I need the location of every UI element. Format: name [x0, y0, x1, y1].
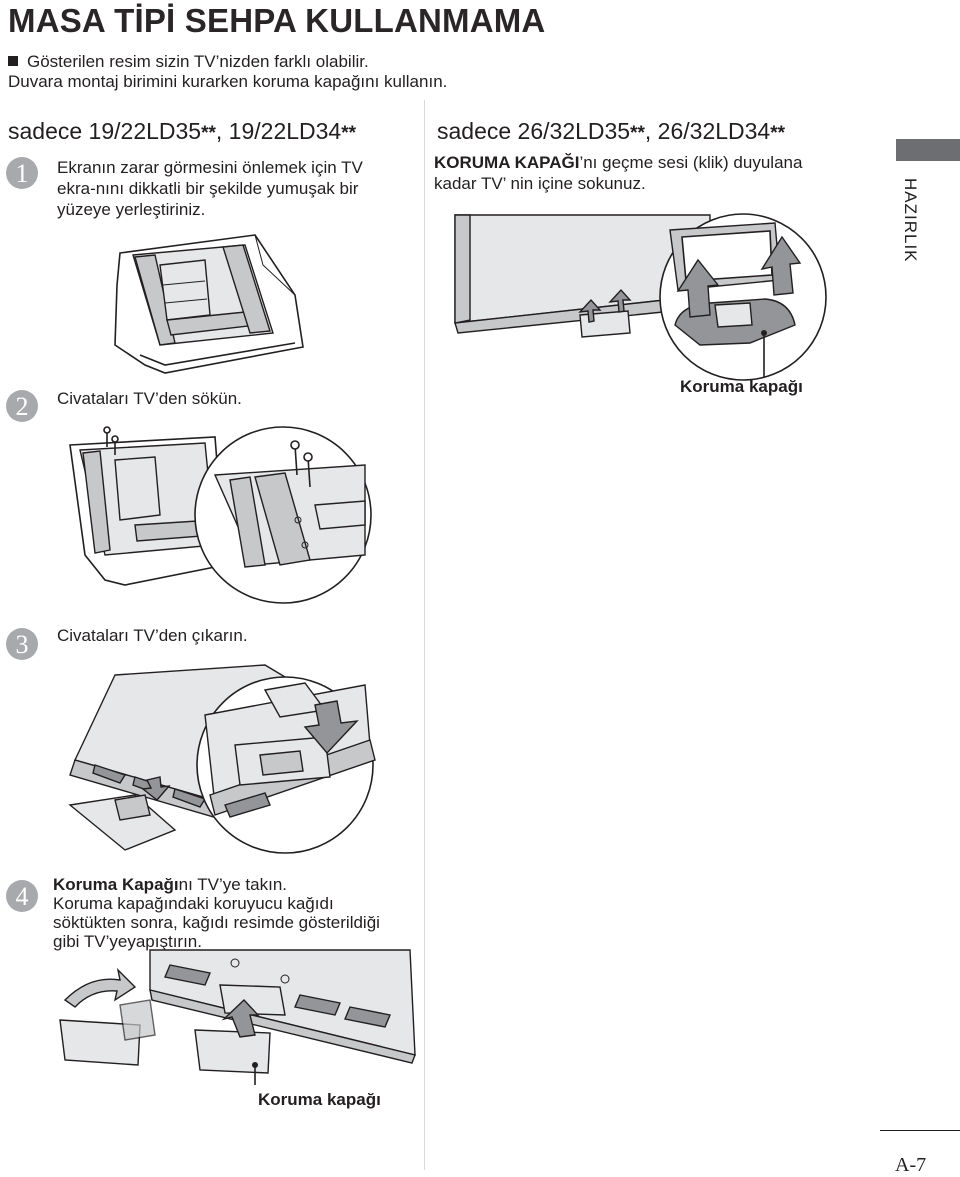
right-model-heading: sadece 26/32LD35**, 26/32LD34** [437, 118, 785, 145]
step-3-badge: 3 [6, 628, 38, 660]
right-model-stars-2: ** [770, 123, 786, 144]
right-instruction-bold: KORUMA KAPAĞI [434, 153, 580, 172]
page-number: A-7 [895, 1154, 927, 1176]
step-4-line-2: Koruma kapağındaki koruyucu kağıdı [53, 894, 334, 913]
section-tab-label: HAZIRLIK [901, 178, 920, 263]
left-model-heading: sadece 19/22LD35**, 19/22LD34** [8, 118, 356, 145]
section-tab [896, 139, 960, 161]
left-model-name-2: , 19/22LD34 [215, 118, 342, 144]
step-4-badge: 4 [6, 880, 38, 912]
right-instruction-line-2: kadar TV’ nin içine sokunuz. [434, 174, 646, 193]
step-4-line-3: söktükten sonra, kağıdı resimde gösteril… [53, 913, 380, 932]
arrow-up-icon [578, 288, 632, 323]
note-line-1: Gösterilen resim sizin TV’nizden farklı … [8, 52, 369, 72]
step-4-caption: Koruma kapağı [258, 1090, 381, 1109]
step-4-illustration [59, 949, 416, 1085]
step-3-text: Civataları TV’den çıkarın. [57, 626, 248, 645]
arrow-up-icon [221, 999, 260, 1038]
step-1-illustration [114, 234, 304, 374]
right-model-stars-1: ** [630, 123, 645, 144]
step-2-illustration [69, 426, 372, 604]
step-1-text: Ekranın zarar görmesini önlemek için TV … [57, 157, 417, 220]
right-instruction-rest: ’nı geçme sesi (klik) duyulana [579, 153, 803, 172]
right-instruction: KORUMA KAPAĞI’nı geçme sesi (klik) duyul… [434, 152, 854, 194]
curved-arrow-icon [63, 967, 137, 1008]
step-4-bold: Koruma Kapağı [53, 875, 179, 894]
right-instruction-line-1: KORUMA KAPAĞI’nı geçme sesi (klik) duyul… [434, 152, 854, 173]
page-title: MASA TİPİ SEHPA KULLANMAMA [8, 2, 546, 39]
page-number-rule [880, 1130, 960, 1131]
screw-icon [103, 426, 119, 455]
screw-icon [290, 440, 313, 488]
step-1-line-3: yüzeye yerleştiriniz. [57, 200, 206, 219]
step-3-illustration [68, 664, 376, 854]
square-bullet-icon [8, 56, 18, 66]
step-2-badge: 2 [6, 390, 38, 422]
arrow-down-icon [303, 700, 359, 755]
left-model-stars-1: ** [201, 123, 216, 144]
left-model-stars-2: ** [341, 123, 357, 144]
column-divider [424, 100, 425, 1170]
step-1-line-2: ekra-nını dikkatli bir şekilde yumuşak b… [57, 179, 359, 198]
step-4-line-4: gibi TV’yeyapıştırın. [53, 932, 202, 951]
step-4-line-1-rest: nı TV’ye takın. [178, 875, 287, 894]
right-model-name-1: sadece 26/32LD35 [437, 118, 631, 144]
step-2-text: Civataları TV’den sökün. [57, 389, 242, 408]
note-text-1: Gösterilen resim sizin TV’nizden farklı … [27, 52, 369, 71]
arrow-down-icon [141, 776, 171, 801]
note-text-2: Duvara montaj birimini kurarken koruma k… [8, 72, 448, 91]
step-1-line-1: Ekranın zarar görmesini önlemek için TV [57, 158, 363, 177]
arrow-up-icon [676, 235, 802, 318]
step-4-text: Koruma Kapağını TV’ye takın. Koruma kapa… [53, 875, 423, 951]
right-caption: Koruma kapağı [680, 377, 803, 396]
right-illustration [454, 213, 827, 381]
step-4-line-1: Koruma Kapağını TV’ye takın. [53, 875, 423, 894]
step-1-badge: 1 [6, 157, 38, 189]
left-model-name-1: sadece 19/22LD35 [8, 118, 202, 144]
right-model-name-2: , 26/32LD34 [644, 118, 771, 144]
